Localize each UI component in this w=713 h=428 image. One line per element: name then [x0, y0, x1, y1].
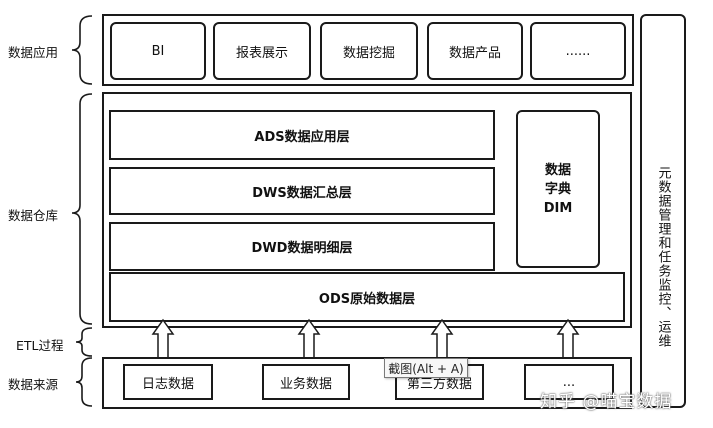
zhihu-watermark: 知乎 @喵宝数据	[540, 392, 673, 412]
brace-etl	[75, 327, 93, 357]
layer-dwd: DWD数据明细层	[109, 222, 495, 271]
source-box-third-party: 第三方数据	[395, 364, 484, 400]
app-box-product: 数据产品	[427, 22, 523, 80]
app-box-report: 报表展示	[213, 22, 311, 80]
brace-data-source	[75, 357, 93, 407]
dim-dictionary-label: 数据 字典 DIM	[543, 162, 573, 216]
label-etl: ETL过程	[16, 338, 64, 353]
app-box-mining: 数据挖掘	[320, 22, 418, 80]
app-box-more: ......	[530, 22, 626, 80]
layer-ods: ODS原始数据层	[109, 272, 625, 322]
app-box-bi: BI	[110, 22, 206, 80]
source-box-more: ...	[524, 364, 614, 400]
label-data-app: 数据应用	[8, 45, 59, 60]
layer-dws: DWS数据汇总层	[109, 167, 495, 215]
brace-data-app	[71, 15, 93, 85]
meta-panel-label: 元数据管理和任务监控、运维	[655, 166, 671, 348]
arrow-up-icon	[151, 318, 175, 359]
source-box-log: 日志数据	[123, 364, 213, 400]
dim-dictionary: 数据 字典 DIM	[516, 110, 600, 268]
meta-panel: 元数据管理和任务监控、运维	[640, 14, 686, 408]
brace-data-warehouse	[71, 93, 93, 325]
arrow-up-icon	[556, 318, 580, 359]
screenshot-tooltip: 截图(Alt + A)	[384, 358, 468, 378]
label-data-source: 数据来源	[8, 377, 59, 392]
layer-ads: ADS数据应用层	[109, 110, 495, 160]
arrow-up-icon	[297, 318, 321, 359]
label-data-warehouse: 数据仓库	[8, 208, 59, 223]
arrow-up-icon	[430, 318, 454, 359]
source-box-business: 业务数据	[262, 364, 350, 400]
